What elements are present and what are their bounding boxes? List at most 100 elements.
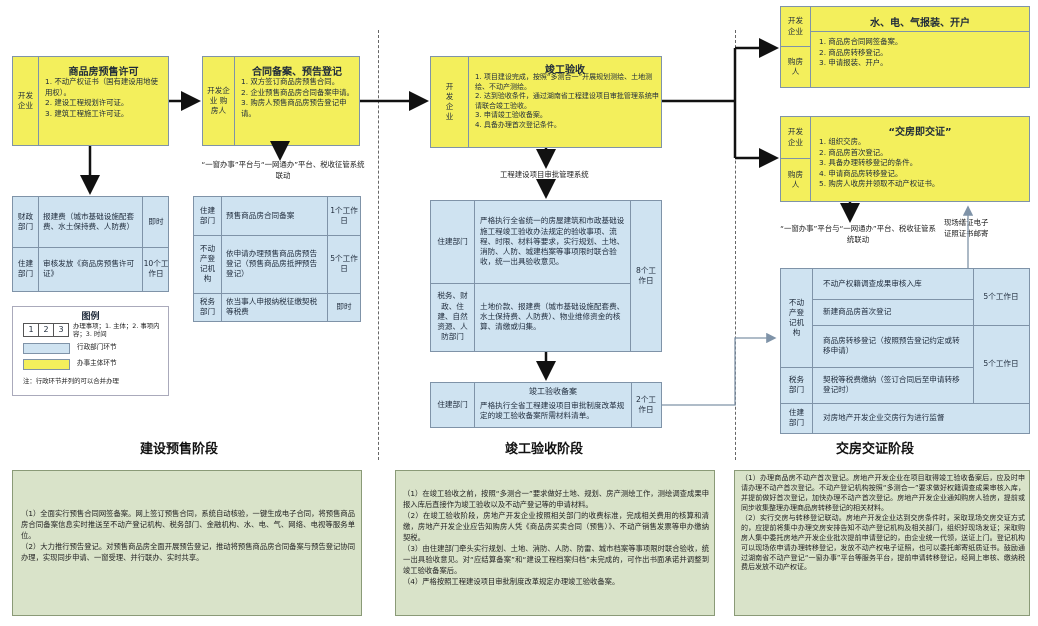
legend-yellow-swatch [23, 359, 70, 370]
footer-stage3-text: （1）办理商品房不动产首次登记。房地产开发企业在项目取得竣工验收备案后，应及时申… [741, 474, 1025, 572]
presale-title: 商品房预售许可 [68, 67, 139, 78]
acceptance-table: 住建部门 严格执行全省统一的房屋建筑和市政基础设施工程竣工验收办法规定的验收事项… [430, 200, 662, 352]
legend-num: 1 [23, 323, 39, 337]
ct-content: 依当事人申报纳税征缴契税等税费 [222, 293, 328, 321]
ct-time: 5个工作日 [330, 253, 358, 273]
divider [194, 235, 360, 236]
handover-item: 3. 具备办理转移登记的条件。 [819, 158, 918, 168]
completion-item: 4. 具备办理首次登记条件。 [475, 120, 561, 129]
handover-item: 5. 购房人收房并领取不动产权证书。 [819, 179, 940, 189]
utility-items: 1. 商品房合同网签备案。 2. 商品房转移登记。 3. 申请报装、开户。 [819, 37, 1019, 69]
fee-dept: 财政部门 [13, 197, 39, 247]
legend-num-boxes: 1 2 3 [23, 323, 69, 337]
registry-dept: 不动产登记机构 [781, 269, 813, 367]
registry-time-b: 5个工作日 [983, 358, 1019, 368]
completion-side: 开发企业 [431, 57, 469, 147]
stage2-label: 竣工验收阶段 [505, 442, 584, 457]
fee-table: 财政部门 报建费（城市基础设施配套费、水土保持费、人防费） 即时 住建部门 审核… [12, 196, 169, 292]
contract-side: 开发企业 购房人 [203, 57, 235, 145]
tax-content: 契税等税费缴纳（签订合同后至申请转移登记时） [823, 374, 960, 394]
build-dept: 住建部门 [781, 403, 813, 433]
handover-items: 1. 组织交房。 2. 商品房首次登记。 3. 具备办理转移登记的条件。 4. … [819, 137, 1019, 190]
contract-item: 3. 购房人预售商品房预告登记申请。 [241, 98, 347, 118]
ct-dept: 住建部门 [194, 197, 222, 235]
completion-item: 1. 项目建设完成，按照“多测合一”开展规划测绘、土地测绘、不动产测绘。 [475, 73, 653, 91]
legend-yellow-desc: 办事主体环节 [77, 359, 117, 367]
contract-item: 1. 双方签订商品房预售合同。 [241, 77, 340, 86]
handover-item: 2. 商品房首次登记。 [819, 147, 888, 157]
system-note: 工程建设项目审批管理系统 [500, 170, 589, 179]
stage1-label: 建设预售阶段 [140, 442, 219, 457]
fee-content: 审核发放《商品房预售许可证》 [39, 247, 143, 291]
stage3-platform-note: “一窗办事”平台与“一网通办”平台、税收征管系统联动 [780, 224, 936, 244]
record-dept: 住建部门 [431, 383, 475, 427]
stage1-platform-note: “一窗办事”平台与“一网通办”平台、税收征管系统联动 [201, 160, 365, 180]
registry-item: 不动产权籍调查成果审核入库 [823, 278, 922, 288]
contract-title: 合同备案、预告登记 [252, 67, 342, 78]
handover-box: 开发企业 购房人 “交房即交证” 1. 组织交房。 2. 商品房首次登记。 3.… [780, 116, 1030, 202]
build-content: 对房地产开发企业交房行为进行监督 [823, 412, 945, 422]
fee-content: 报建费（城市基础设施配套费、水土保持费、人防费） [39, 197, 143, 247]
acc-dept: 住建部门 [431, 201, 475, 283]
legend-blue-desc: 行政部门环节 [77, 343, 117, 351]
contract-items: 1. 双方签订商品房预售合同。 2. 企业预售商品房合同备案申请。 3. 购房人… [241, 77, 355, 119]
cert-note: 现场缮证电子证照证书邮寄 [944, 218, 989, 238]
acc-content: 严格执行全省统一的房屋建筑和市政基础设施工程竣工验收办法规定的验收事项、流程、时… [475, 201, 631, 283]
legend: 图例 1 2 3 办理事项；1. 主体；2. 事项内容；3. 时间 行政部门环节… [12, 306, 169, 396]
divider [631, 383, 632, 427]
utility-item: 2. 商品房转移登记。 [819, 47, 888, 57]
handover-table: 不动产登记机构 不动产权籍调查成果审核入库 新建商品房首次登记 商品房转移登记（… [780, 268, 1030, 434]
registry-item: 商品房转移登记（按照预告登记约定或转移申请） [823, 335, 960, 355]
handover-title: “交房即交证” [888, 127, 952, 138]
arrow-record-to-table [662, 332, 777, 406]
ct-content: 依申请办理预售商品房预告登记（预售商品房抵押预告登记） [222, 235, 328, 293]
utility-item: 1. 商品房合同网签备案。 [819, 37, 903, 46]
utility-title: 水、电、气报装、开户 [870, 18, 970, 29]
divider [811, 31, 1029, 32]
ct-dept: 税务部门 [194, 293, 222, 321]
divider [813, 325, 1029, 326]
footer-stage3: （1）办理商品房不动产首次登记。房地产开发企业在项目取得竣工验收备案后，应及时申… [734, 470, 1030, 616]
footer-stage2: （1）在竣工验收之前，按照“多测合一”要求做好土地、规划、房产测绘工作，测绘调查… [395, 470, 715, 616]
record-box: 住建部门 竣工验收备案 严格执行全省工程建设项目审批制度改革规定的竣工验收备案所… [430, 382, 662, 428]
legend-note: 注：行政环节并列的可以合并办理 [23, 377, 119, 385]
footer-stage1-text: （1）全面实行预售合同网签备案。网上签订预售合同，系统自动核验，一键生成电子合同… [21, 509, 355, 562]
completion-items: 1. 项目建设完成，按照“多测合一”开展规划测绘、土地测绘、不动产测绘。 2. … [475, 73, 659, 130]
presale-item: 3. 建筑工程施工许可证。 [45, 108, 129, 118]
legend-blue-swatch [23, 343, 70, 354]
utility-side-top: 开发企业 [781, 7, 811, 47]
acc-dept: 税务、财政、住建、自然资源、人防部门 [431, 283, 475, 351]
legend-title: 图例 [81, 312, 100, 322]
presale-item: 2. 建设工程规划许可证。 [45, 98, 129, 108]
record-time: 2个工作日 [635, 394, 657, 414]
stage-divider [378, 30, 379, 460]
handover-item: 4. 申请商品房转移登记。 [819, 168, 903, 178]
handover-side-bottom: 购房人 [781, 159, 811, 201]
registry-item: 新建商品房首次登记 [823, 306, 892, 316]
completion-item: 3. 申请竣工验收备案。 [475, 111, 547, 120]
legend-num: 2 [39, 323, 54, 337]
legend-num-desc: 办理事项；1. 主体；2. 事项内容；3. 时间 [73, 322, 160, 339]
stage3-label: 交房交证阶段 [836, 442, 915, 457]
divider [781, 403, 1029, 404]
divider [13, 247, 168, 248]
contract-table: 住建部门 预售商品房合同备案 1个工作日 不动产登记机构 依申请办理预售商品房预… [193, 196, 361, 322]
stage-divider [735, 30, 736, 460]
handover-item: 1. 组织交房。 [819, 137, 866, 146]
completion-box: 开发企业 竣工验收 1. 项目建设完成，按照“多测合一”开展规划测绘、土地测绘、… [430, 56, 662, 148]
record-content: 严格执行全省工程建设项目审批制度改革规定的竣工验收备案所需材料清单。 [480, 400, 625, 420]
divider [813, 299, 973, 300]
fee-dept: 住建部门 [13, 247, 39, 291]
utility-side-bottom: 购房人 [781, 47, 811, 87]
fee-time: 即时 [148, 216, 164, 226]
acc-time: 8个工作日 [635, 265, 657, 285]
fee-time: 10个工作日 [143, 258, 169, 278]
acc-content: 土地价款、报建费（城市基础设施配套费、水土保持费、人防费）、物业维修资金的核算、… [475, 283, 631, 351]
presale-side: 开发企业 [13, 57, 39, 145]
utility-box: 开发企业 购房人 水、电、气报装、开户 1. 商品房合同网签备案。 2. 商品房… [780, 6, 1030, 88]
divider [431, 283, 631, 284]
completion-item: 2. 达到验收条件，通过湖南省工程建设项目审批管理系统申请联合竣工验收。 [475, 92, 659, 110]
divider [781, 367, 973, 368]
registry-time-a: 5个工作日 [983, 291, 1019, 301]
presale-items: 1. 不动产权证书（国有建设用地使用权）。 2. 建设工程规划许可证。 3. 建… [45, 77, 165, 119]
